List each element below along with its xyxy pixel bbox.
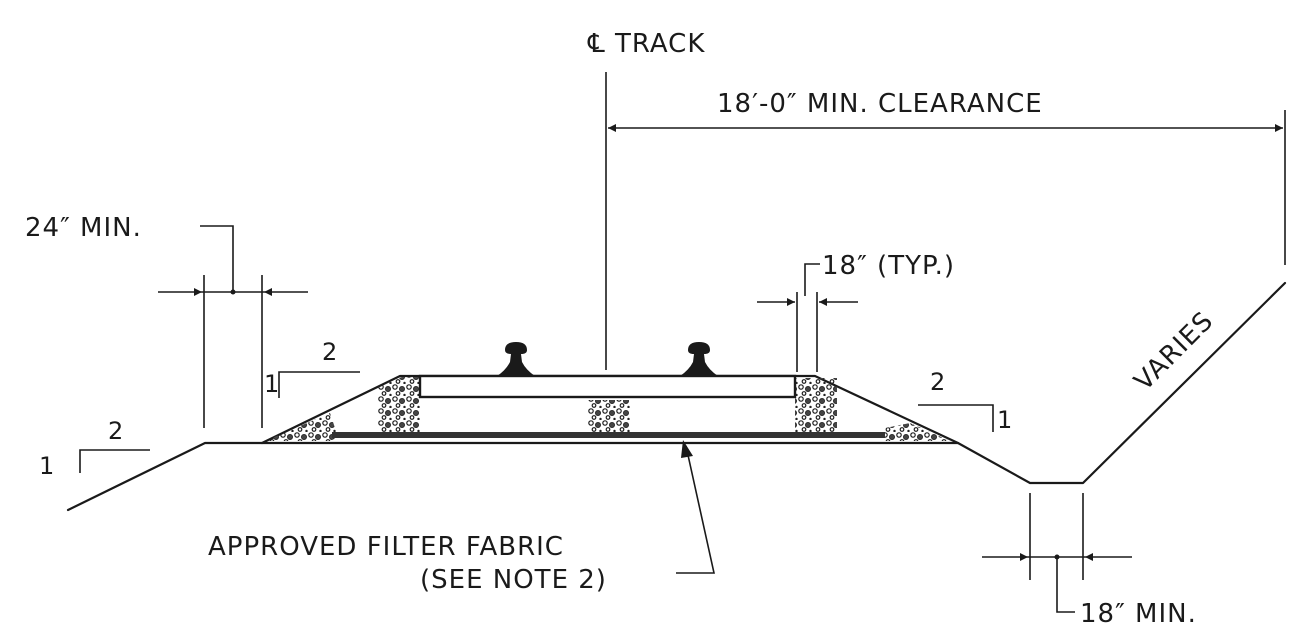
slope-triangle-left-ballast xyxy=(278,371,360,398)
slope-left-fill-rise: 1 xyxy=(39,452,54,480)
slope-right-ballast-rise: 1 xyxy=(997,406,1012,434)
ballast-typ-label: 18″ (TYP.) xyxy=(822,251,955,281)
clearance-label: 18′-0″ MIN. CLEARANCE xyxy=(717,89,1043,119)
slope-left-ballast-rise: 1 xyxy=(264,370,279,398)
ballast-gravel-left-shoulder xyxy=(378,377,420,432)
right-rail xyxy=(680,342,718,376)
varies-label: VARIES xyxy=(1129,306,1220,397)
ballast-gravel-right-toe xyxy=(885,423,950,441)
slope-triangle-left-fill xyxy=(79,449,150,473)
shoulder-leader xyxy=(200,225,234,292)
fabric-label-line2: (SEE NOTE 2) xyxy=(420,565,607,595)
fabric-leader-arrowhead xyxy=(681,440,693,458)
fabric-leader xyxy=(676,445,715,574)
slope-left-fill-run: 2 xyxy=(108,417,123,445)
slope-right-ballast-run: 2 xyxy=(930,368,945,396)
ballast-gravel-right-shoulder xyxy=(795,378,837,434)
slope-left-ballast-run: 2 xyxy=(322,338,337,366)
shoulder-min-label: 24″ MIN. xyxy=(25,213,142,243)
left-rail xyxy=(497,342,535,376)
ballast-gravel-center xyxy=(588,400,630,433)
ditch-min-label: 18″ MIN. xyxy=(1080,599,1197,629)
railroad-tie xyxy=(418,374,797,399)
ditch-leader xyxy=(1056,557,1075,613)
centerline-label: ℄ TRACK xyxy=(587,29,705,59)
ballast-typ-leader xyxy=(804,263,820,296)
ground-profile xyxy=(66,281,1287,512)
slope-triangle-right-ballast xyxy=(918,404,994,432)
fabric-label-line1: APPROVED FILTER FABRIC xyxy=(208,532,564,562)
ballast-gravel-left-toe xyxy=(265,413,338,441)
